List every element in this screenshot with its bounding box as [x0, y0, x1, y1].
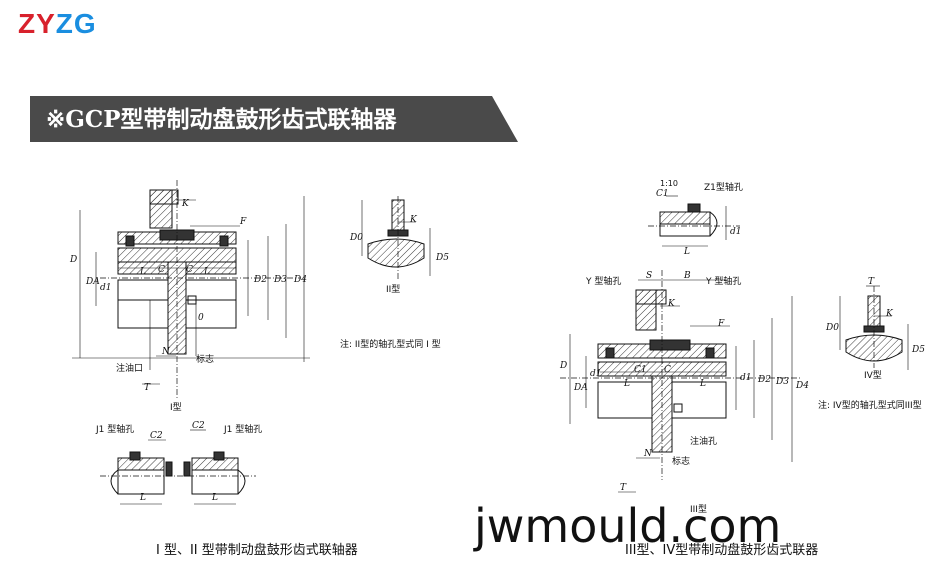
type2-label: II型	[386, 284, 400, 295]
banner-title: ※GCP型带制动盘鼓形齿式联轴器	[46, 106, 397, 133]
type1-label: I型	[170, 402, 182, 413]
type1-oil-label: 注油口	[116, 362, 143, 374]
brand-logo: ZYZG	[18, 8, 97, 40]
svg-text:C: C	[186, 265, 193, 275]
svg-text:L: L	[203, 267, 210, 277]
type1-mark-label: 标志	[196, 353, 214, 365]
svg-text:DA: DA	[85, 277, 100, 287]
svg-text:L: L	[623, 379, 630, 389]
svg-text:C1: C1	[656, 189, 669, 199]
j1-hub-drawing	[100, 429, 256, 505]
logo-part-1: ZY	[18, 8, 56, 39]
j1-label-a: J1 型轴孔	[95, 423, 134, 435]
svg-text:K: K	[885, 309, 894, 319]
svg-text:d1: d1	[100, 283, 112, 293]
type3-oil-label: 注油孔	[690, 435, 717, 447]
type4-note: 注: IV型的轴孔型式同III型	[818, 399, 922, 411]
svg-text:D2: D2	[253, 275, 267, 285]
svg-text:K: K	[181, 199, 190, 209]
svg-text:L: L	[139, 267, 146, 277]
type2-dimension-labels: K D0 D5	[349, 215, 449, 263]
svg-text:L: L	[139, 493, 146, 503]
z1-label: Z1型轴孔	[704, 181, 743, 193]
z1-hub-drawing	[648, 195, 740, 247]
svg-text:T: T	[144, 383, 151, 393]
title-banner	[30, 96, 518, 142]
svg-text:C1: C1	[634, 365, 647, 375]
type3-drawing	[560, 270, 800, 493]
type4-dimension-labels: T K D0 D5	[825, 277, 925, 355]
svg-text:d1: d1	[740, 373, 752, 383]
type3-mark-label: 标志	[672, 455, 690, 467]
svg-text:L: L	[211, 493, 218, 503]
svg-text:D3: D3	[273, 275, 287, 285]
caption-right: III型、IV型带制动盘鼓形齿式联器	[625, 543, 819, 558]
caption-left: I 型、II 型带制动盘鼓形齿式联轴器	[156, 543, 358, 558]
svg-text:D0: D0	[349, 233, 363, 243]
svg-text:d1: d1	[730, 227, 742, 237]
svg-text:T: T	[868, 277, 875, 287]
svg-text:C: C	[664, 365, 671, 375]
type3-dimension-labels: S B K F D DA d1 d1 D2 D3 D4 C1 C L L N T	[559, 271, 809, 493]
svg-text:0: 0	[198, 313, 204, 323]
svg-text:C2: C2	[150, 431, 163, 441]
svg-text:D5: D5	[911, 345, 925, 355]
svg-text:D2: D2	[757, 375, 771, 385]
logo-part-2: ZG	[55, 8, 97, 39]
svg-text:D4: D4	[293, 275, 307, 285]
svg-text:L: L	[699, 379, 706, 389]
svg-text:S: S	[646, 271, 652, 281]
svg-text:N: N	[161, 347, 171, 357]
type3-label: III型	[690, 504, 707, 515]
svg-text:L: L	[683, 247, 690, 257]
watermark: jwmould.com	[474, 499, 782, 553]
svg-text:D: D	[559, 361, 567, 371]
svg-text:F: F	[239, 217, 247, 227]
type3-y-label-b: Y 型轴孔	[705, 275, 741, 287]
svg-text:D3: D3	[775, 377, 789, 387]
svg-text:F: F	[717, 319, 725, 329]
svg-text:C: C	[158, 265, 165, 275]
svg-text:DA: DA	[573, 383, 588, 393]
type4-drawing	[839, 285, 909, 370]
z1-ratio: 1:10	[660, 179, 678, 188]
svg-text:D5: D5	[435, 253, 449, 263]
svg-text:D4: D4	[795, 381, 809, 391]
svg-text:K: K	[409, 215, 418, 225]
type1-dimension-labels: K F D DA d1 D2 D3 D4 C C L L N T 0	[69, 199, 307, 393]
svg-text:T: T	[620, 483, 627, 493]
svg-text:B: B	[683, 271, 691, 281]
svg-text:N: N	[643, 449, 653, 459]
svg-text:D: D	[69, 255, 77, 265]
type2-drawing	[361, 196, 431, 280]
type3-y-label-a: Y 型轴孔	[585, 275, 621, 287]
type2-note: 注: II型的轴孔型式同 I 型	[340, 338, 441, 350]
svg-text:C2: C2	[192, 421, 205, 431]
svg-text:d1: d1	[590, 369, 602, 379]
j1-label-b: J1 型轴孔	[223, 423, 262, 435]
type1-drawing	[72, 180, 310, 400]
j1-dimension-labels: C2 C2 L L	[139, 421, 218, 503]
type4-label: IV型	[864, 370, 882, 381]
svg-text:K: K	[667, 299, 676, 309]
z1-dimension-labels: C1 L d1	[656, 189, 742, 257]
svg-text:D0: D0	[825, 323, 839, 333]
